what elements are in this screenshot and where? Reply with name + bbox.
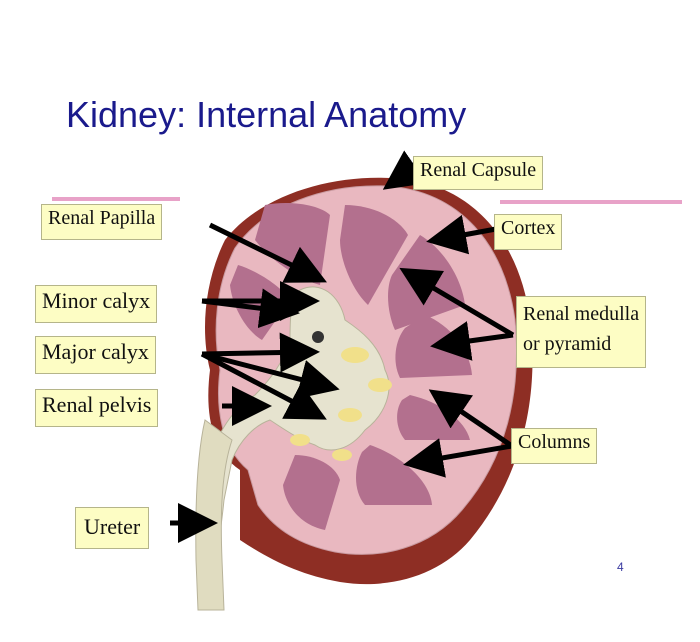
arrow-cortex xyxy=(426,214,497,255)
pyramid xyxy=(356,445,432,505)
page-title: Kidney: Internal Anatomy xyxy=(66,94,467,135)
label-major-calyx: Major calyx xyxy=(35,336,156,374)
arrow-renal-capsule xyxy=(382,150,428,190)
arrow-major-calyx-3 xyxy=(200,351,327,420)
label-ureter: Ureter xyxy=(75,507,150,549)
label-renal-pelvis: Renal pelvis xyxy=(35,389,159,427)
pyramid xyxy=(283,455,340,530)
arrow-major-calyx-2 xyxy=(201,351,340,399)
arrow-major-calyx-1 xyxy=(201,332,320,373)
label-minor-calyx: Minor calyx xyxy=(35,285,158,323)
label-cortex: Cortex xyxy=(494,214,563,250)
label-renal-medulla: Renal medulla or pyramid xyxy=(516,296,647,368)
accent-rule-right xyxy=(500,200,682,204)
arrow-columns-2 xyxy=(403,438,513,478)
label-renal-medulla-line1: Renal medulla xyxy=(523,303,640,325)
label-renal-capsule: Renal Capsule xyxy=(413,156,544,190)
ureter xyxy=(195,419,233,611)
pyramid xyxy=(340,205,408,305)
arrow-columns-1 xyxy=(428,389,514,449)
label-renal-medulla-line2: or pyramid xyxy=(523,333,612,355)
accent-rule-left xyxy=(52,197,180,201)
arrow-medulla-1 xyxy=(399,267,515,338)
page-number: 4 xyxy=(617,560,624,574)
arrow-medulla-2 xyxy=(430,321,514,361)
arrow-minor-calyx-2 xyxy=(201,288,300,329)
label-renal-papilla: Renal Papilla xyxy=(41,204,163,240)
arrow-renal-papilla xyxy=(208,222,327,283)
label-columns: Columns xyxy=(511,428,598,464)
